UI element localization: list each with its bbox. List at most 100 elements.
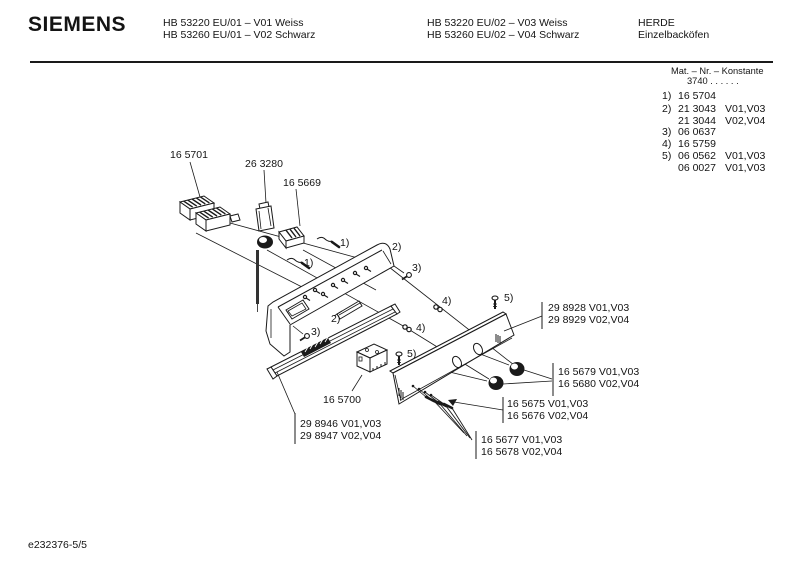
relay-box (351, 343, 389, 392)
callout-1: 1) (340, 237, 349, 249)
part-labels: 16 5701 26 3280 16 5669 16 5700 29 8928 … (170, 149, 639, 458)
screw-angled (299, 333, 310, 342)
callout-5: 5) (504, 292, 513, 304)
spacer-sleeve (433, 304, 443, 313)
callout-3: 3) (412, 262, 421, 274)
control-knob (509, 362, 525, 376)
header-rule (30, 61, 773, 63)
timer-module (178, 161, 241, 232)
konstante-table: Mat. – Nr. – Konstante 3740 . . . . . . … (662, 66, 765, 174)
row-part: 06 0562 (678, 150, 716, 162)
row-variants: V01,V03 (725, 103, 765, 115)
row-part: 16 5704 (678, 90, 716, 102)
label-back-panel-2: 29 8929 V02,V04 (548, 314, 629, 326)
knob-front (257, 235, 273, 249)
row-variants: V02,V04 (725, 115, 765, 127)
lower-trim-strip (266, 303, 401, 415)
konstante-row: 1) 16 5704 (662, 90, 716, 102)
callout-2: 2) (331, 313, 340, 325)
knob-hole (472, 342, 484, 356)
label-connector: 16 5669 (283, 177, 321, 189)
timer-leader-line (189, 161, 201, 198)
terminal-pins-and-wires (411, 384, 504, 441)
konstante-row: 4) 16 5759 (662, 138, 716, 150)
shaft-switch (255, 169, 275, 312)
konstante-code: 3740 . . . . . . (687, 76, 739, 86)
trim-bar (333, 300, 363, 320)
row-part: 16 5759 (678, 138, 716, 150)
category-line-2: Einzelbacköfen (638, 29, 709, 41)
spacer-sleeve (402, 324, 412, 333)
header: SIEMENS HB 53220 EU/01 – V01 Weiss HB 53… (28, 13, 773, 63)
wire-clip-symbol (286, 258, 311, 270)
trim-leader-line (276, 371, 296, 415)
row-part: 21 3043 (678, 103, 716, 115)
row-idx: 1) (662, 90, 671, 102)
vent-slots-left (398, 388, 404, 400)
label-relay: 16 5700 (323, 394, 361, 406)
konstante-row: 2) 21 3043 V01,V03 (662, 103, 765, 115)
screw-leader-line (393, 265, 405, 274)
row-idx: 5) (662, 150, 671, 162)
knob-leader-line (523, 369, 553, 380)
row-idx: 3) (662, 126, 671, 138)
wire-clip-symbol (316, 237, 341, 249)
label-trim-1: 29 8946 V01,V03 (300, 418, 381, 430)
callout-4: 4) (442, 295, 451, 307)
callout-4: 4) (416, 322, 425, 334)
callout-2: 2) (392, 241, 401, 253)
category-line-1: HERDE (638, 17, 675, 29)
konstante-title: Mat. – Nr. – Konstante (671, 66, 764, 76)
switch-shaft (256, 250, 259, 304)
row-variants: V01,V03 (725, 162, 765, 174)
back-panel (389, 311, 543, 405)
label-timer: 16 5701 (170, 149, 208, 161)
screw-vertical (395, 351, 403, 365)
row-idx: 2) (662, 103, 671, 115)
label-trim-2: 29 8947 V02,V04 (300, 430, 381, 442)
model-right-1: HB 53220 EU/02 – V03 Weiss (427, 17, 567, 29)
switch-leader-line (263, 169, 267, 204)
wire-fan (433, 400, 473, 441)
screw-leader-line (292, 325, 304, 335)
control-knob (488, 376, 504, 390)
label-wire-2: 16 5678 V02,V04 (481, 446, 562, 458)
konstante-row: 06 0027 V01,V03 (678, 162, 765, 174)
label-switch: 26 3280 (245, 158, 283, 170)
trim-bar-leader (333, 310, 343, 317)
connector-block (278, 188, 305, 250)
siemens-logo: SIEMENS (28, 13, 126, 36)
clip-leader-arrow (448, 399, 457, 406)
vent-slots-right (495, 334, 501, 344)
model-left-1: HB 53220 EU/01 – V01 Weiss (163, 17, 303, 29)
screw-angled (401, 272, 412, 281)
label-clip-1: 16 5675 V01,V03 (507, 398, 588, 410)
row-part: 06 0027 (678, 162, 716, 174)
knob-leader-line (502, 380, 553, 385)
label-knob-2: 16 5680 V02,V04 (558, 378, 639, 390)
label-clip-2: 16 5676 V02,V04 (507, 410, 588, 422)
panel-screw-marks (302, 265, 372, 302)
strip-spring-section (301, 338, 331, 357)
row-variants: V01,V03 (725, 150, 765, 162)
konstante-row: 3) 06 0637 (662, 126, 716, 138)
row-part: 21 3044 (678, 115, 716, 127)
callout-3: 3) (311, 326, 320, 338)
label-wire-1: 16 5677 V01,V03 (481, 434, 562, 446)
callout-1: 1) (304, 257, 313, 269)
front-panel-frame (265, 242, 395, 357)
model-left-2: HB 53260 EU/01 – V02 Schwarz (163, 29, 315, 41)
row-idx: 4) (662, 138, 671, 150)
connector-leader-line (295, 188, 301, 227)
label-knob-1: 16 5679 V01,V03 (558, 366, 639, 378)
relay-leader-line (351, 374, 363, 392)
callout-numbers: 1) 1) 2) 2) 3) 3) 4) 4) 5) 5) (304, 237, 513, 360)
clip-leader-line (453, 401, 504, 411)
konstante-row: 21 3044 V02,V04 (678, 115, 765, 127)
document-number: e232376-5/5 (28, 539, 87, 551)
screw-vertical (491, 295, 499, 309)
model-right-2: HB 53260 EU/02 – V04 Schwarz (427, 29, 579, 41)
back-panel-leader (503, 315, 543, 332)
